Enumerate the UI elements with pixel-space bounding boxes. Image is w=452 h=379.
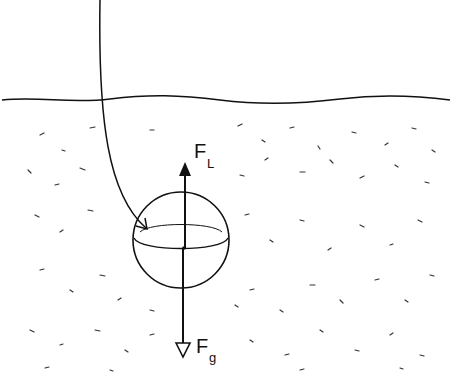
fluid-speckles [28,124,435,371]
label-holder: L [207,154,214,172]
gravity-force-arrowhead [176,343,190,357]
force-subscript: L [207,156,214,171]
lift-force-arrowhead [179,162,191,176]
gravity-force-line [182,248,184,354]
sphere [133,192,229,288]
water-surface [2,96,450,104]
label-holder: F [194,141,206,162]
sphere-equator [134,238,228,249]
label-holder: F [196,336,208,357]
sphere-equator-back [140,225,222,233]
force-symbol: F [194,140,206,162]
lift-force-line [184,174,186,248]
force-subscript: g [209,350,216,365]
pointer-arrowhead [136,218,147,229]
force-symbol: F [196,335,208,357]
label-holder: g [209,348,216,366]
pointer-arrow [100,0,146,228]
